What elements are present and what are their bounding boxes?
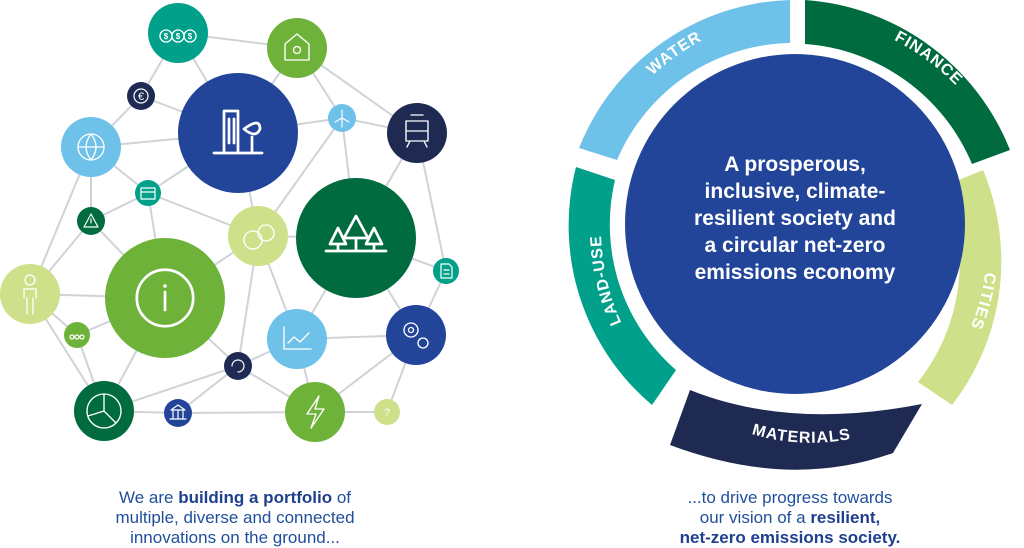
tram-icon bbox=[405, 114, 429, 148]
svg-text:$: $ bbox=[176, 32, 181, 41]
cycle-icon bbox=[231, 359, 245, 373]
info-node bbox=[105, 238, 225, 358]
community-icon bbox=[69, 334, 85, 340]
segment-cities bbox=[918, 170, 1002, 405]
forest-icon bbox=[324, 214, 388, 253]
pie-node bbox=[74, 381, 134, 441]
solar-house-icon bbox=[284, 33, 310, 61]
right-caption-line1: ...to drive progress towards bbox=[687, 488, 893, 507]
vision-line: inclusive, climate- bbox=[705, 180, 886, 203]
info-icon bbox=[135, 268, 195, 328]
svg-text:$: $ bbox=[164, 32, 169, 41]
innovation-network: $ $ $ €? bbox=[0, 3, 459, 442]
lightning-icon bbox=[306, 395, 325, 429]
euro-icon: € bbox=[133, 88, 149, 104]
lightning-node bbox=[285, 382, 345, 442]
vision-line: emissions economy bbox=[695, 261, 896, 284]
vision-line: resilient society and bbox=[694, 207, 896, 230]
vision-line: A prosperous, bbox=[724, 153, 866, 176]
wind-turbine-node bbox=[328, 104, 356, 132]
cycle-node bbox=[224, 352, 252, 380]
money-bags-icon: $ $ $ bbox=[159, 29, 197, 43]
segment-materials bbox=[670, 390, 922, 470]
question-icon: ? bbox=[384, 407, 390, 419]
money-bags-node: $ $ $ bbox=[148, 3, 208, 63]
segment-water bbox=[579, 0, 790, 160]
forest-node bbox=[296, 178, 416, 298]
svg-text:?: ? bbox=[384, 407, 390, 419]
line-chart-icon bbox=[283, 326, 312, 350]
store-node bbox=[135, 180, 161, 206]
right-caption-line2: our vision of a resilient, bbox=[699, 508, 881, 527]
community-node bbox=[64, 322, 90, 348]
bank-icon bbox=[169, 404, 187, 420]
svg-text:$: $ bbox=[188, 32, 193, 41]
right-caption-line3: net-zero emissions society. bbox=[679, 528, 901, 547]
person-node bbox=[0, 264, 60, 324]
question-node: ? bbox=[374, 399, 400, 425]
vision-line: a circular net-zero bbox=[705, 234, 886, 257]
store-icon bbox=[140, 187, 156, 200]
fruit-node bbox=[228, 206, 288, 266]
city-building-node bbox=[178, 73, 298, 193]
left-caption-line1: We are building a portfolio of bbox=[118, 488, 352, 507]
document-node bbox=[433, 258, 459, 284]
chart-node bbox=[267, 309, 327, 369]
gears-node bbox=[386, 305, 446, 365]
warning-icon bbox=[83, 213, 99, 228]
globe-icon bbox=[77, 133, 105, 161]
left-caption-line2: multiple, diverse and connected bbox=[115, 508, 355, 527]
segment-finance bbox=[805, 0, 1010, 164]
wind-turbine-icon bbox=[334, 109, 350, 128]
vision-statement: A prosperous, inclusive, climate-resilien… bbox=[694, 153, 896, 284]
svg-text:€: € bbox=[138, 91, 144, 103]
globe-node bbox=[61, 117, 121, 177]
solar-house-node bbox=[267, 18, 327, 78]
right-caption: ...to drive progress towards our vision … bbox=[640, 488, 940, 548]
document-icon bbox=[440, 263, 453, 279]
person-icon bbox=[23, 274, 37, 315]
fruit-icon bbox=[243, 224, 275, 250]
warning-node bbox=[77, 207, 105, 235]
vision-wheel: A prosperous, inclusive, climate-resilien… bbox=[568, 0, 1010, 470]
left-caption-line3: innovations on the ground... bbox=[130, 528, 340, 547]
city-building-leaf-icon bbox=[212, 109, 264, 155]
bank-node bbox=[164, 399, 192, 427]
tram-node bbox=[387, 103, 447, 163]
pie-chart-icon bbox=[86, 393, 122, 429]
euro-node: € bbox=[127, 82, 155, 110]
left-caption: We are building a portfolio of multiple,… bbox=[90, 488, 380, 548]
segment-landuse bbox=[568, 167, 676, 405]
gears-icon bbox=[403, 322, 429, 349]
vision-center bbox=[625, 54, 965, 394]
